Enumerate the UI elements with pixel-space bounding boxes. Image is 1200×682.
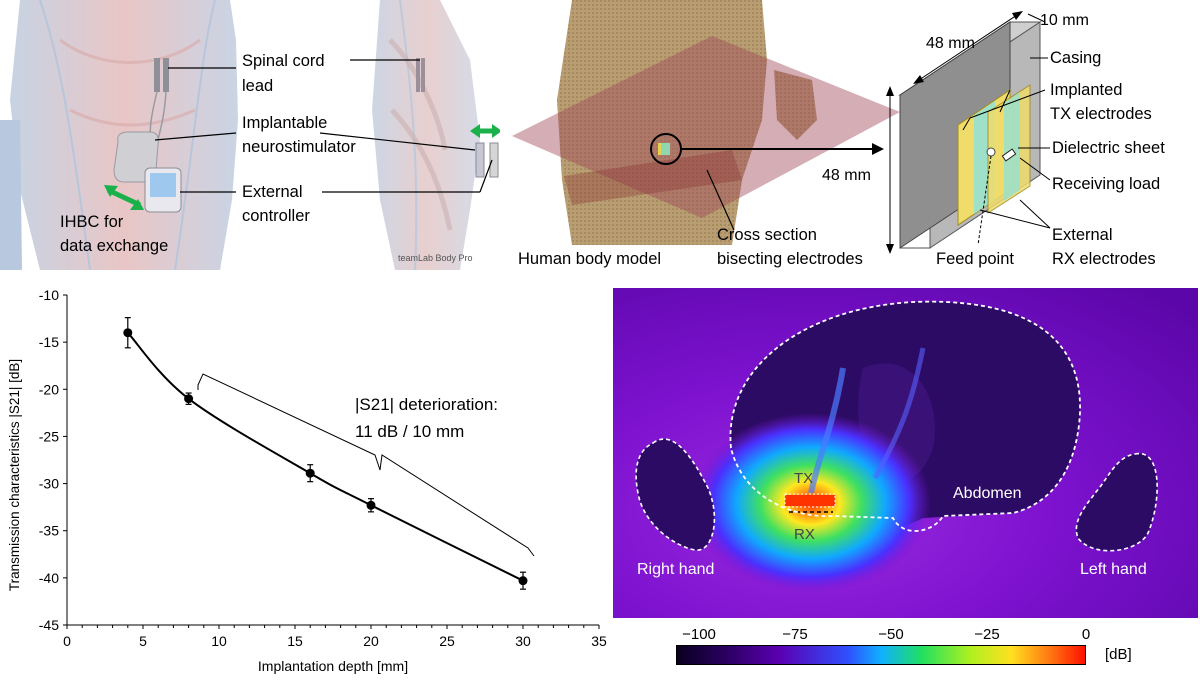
- neurostimulator-label-2: neurostimulator: [242, 138, 356, 156]
- colorbar-tick-1: −100: [682, 626, 716, 643]
- annotation-line-2: 11 dB / 10 mm: [355, 422, 464, 441]
- ihbc-label-2: data exchange: [60, 237, 169, 255]
- feed-point-label: Feed point: [936, 250, 1014, 268]
- external-rx-label-2: RX electrodes: [1052, 250, 1156, 268]
- y-tick-label: -30: [39, 476, 59, 492]
- external-controller-label-2: controller: [242, 207, 310, 225]
- voxel-body-model: [512, 0, 900, 245]
- human-body-model-panel: Human body model Cross section bisecting…: [512, 0, 900, 272]
- colorbar-tick-4: −25: [974, 626, 1000, 643]
- colorbar-unit: [dB]: [1105, 646, 1132, 663]
- data-point: [123, 328, 133, 338]
- data-point: [305, 468, 315, 478]
- height-dimension-label: 48 mm: [822, 167, 871, 184]
- cross-section-label-1: Cross section: [717, 226, 817, 244]
- implant-illustration-panel: Spinal cord lead Implantable neurostimul…: [0, 0, 502, 271]
- watermark-label: teamLab Body Pro: [398, 253, 473, 263]
- external-rx-label-1: External: [1052, 226, 1113, 244]
- width-dimension-label: 48 mm: [926, 35, 975, 52]
- dielectric-sheet-label: Dielectric sheet: [1052, 139, 1165, 157]
- field-distribution-heatmap: TX RX Abdomen Right hand Left hand: [613, 288, 1198, 618]
- colorbar-tick-2: −75: [782, 626, 808, 643]
- ihbc-label-1: IHBC for: [60, 213, 124, 231]
- colorbar-tick-5: 0: [1081, 626, 1091, 643]
- y-tick-label: -15: [39, 334, 59, 350]
- y-tick-label: -25: [39, 428, 59, 444]
- abdomen-label: Abdomen: [953, 485, 1022, 502]
- spinal-cord-lead-label-1: Spinal cord: [242, 52, 325, 70]
- colorbar: [676, 645, 1086, 665]
- human-body-model-label: Human body model: [518, 250, 662, 268]
- heatmap-svg: [613, 288, 1198, 618]
- body-illustration: [0, 0, 502, 271]
- x-tick-label: 15: [287, 633, 303, 649]
- receiving-load-label: Receiving load: [1052, 175, 1161, 193]
- x-tick-label: 25: [439, 633, 455, 649]
- cross-section-label-2: bisecting electrodes: [717, 250, 863, 268]
- x-tick-label: 30: [515, 633, 531, 649]
- left-hand-label: Left hand: [1080, 561, 1147, 578]
- depth-dimension-label: 10 mm: [1040, 12, 1089, 29]
- device-schematic-panel: 48 mm 48 mm 10 mm Casing Implanted TX el…: [822, 0, 1200, 272]
- rx-label: RX: [794, 526, 815, 543]
- implanted-tx-label-1: Implanted: [1050, 81, 1123, 99]
- right-hand-label: Right hand: [637, 561, 715, 578]
- external-controller-label-1: External: [242, 183, 303, 201]
- y-tick-label: -45: [39, 617, 59, 633]
- y-tick-label: -40: [39, 570, 59, 586]
- annotation-bracket: [197, 373, 535, 557]
- neurostimulator-label-1: Implantable: [242, 114, 328, 132]
- annotation-line-1: |S21| deterioration:: [355, 395, 498, 414]
- y-tick-label: -10: [39, 287, 59, 303]
- casing-label: Casing: [1050, 49, 1102, 67]
- data-point: [366, 500, 376, 510]
- data-point: [184, 394, 194, 404]
- x-tick-label: 35: [591, 633, 607, 649]
- implanted-tx-label-2: TX electrodes: [1050, 105, 1152, 123]
- y-tick-label: -20: [39, 381, 59, 397]
- x-tick-label: 5: [139, 633, 147, 649]
- x-tick-label: 10: [211, 633, 227, 649]
- spinal-cord-lead-label-2: lead: [242, 77, 274, 95]
- data-point: [518, 576, 528, 586]
- colorbar-tick-3: −50: [878, 626, 904, 643]
- y-tick-label: -35: [39, 523, 59, 539]
- x-axis-label: Implantation depth [mm]: [258, 658, 408, 674]
- x-tick-label: 0: [63, 633, 71, 649]
- x-tick-label: 20: [363, 633, 379, 649]
- y-axis-label: Transmission characteristics |S21| [dB]: [7, 359, 22, 591]
- device-schematic: [886, 11, 1051, 254]
- series-line: [127, 332, 524, 582]
- tx-label: TX: [794, 470, 814, 487]
